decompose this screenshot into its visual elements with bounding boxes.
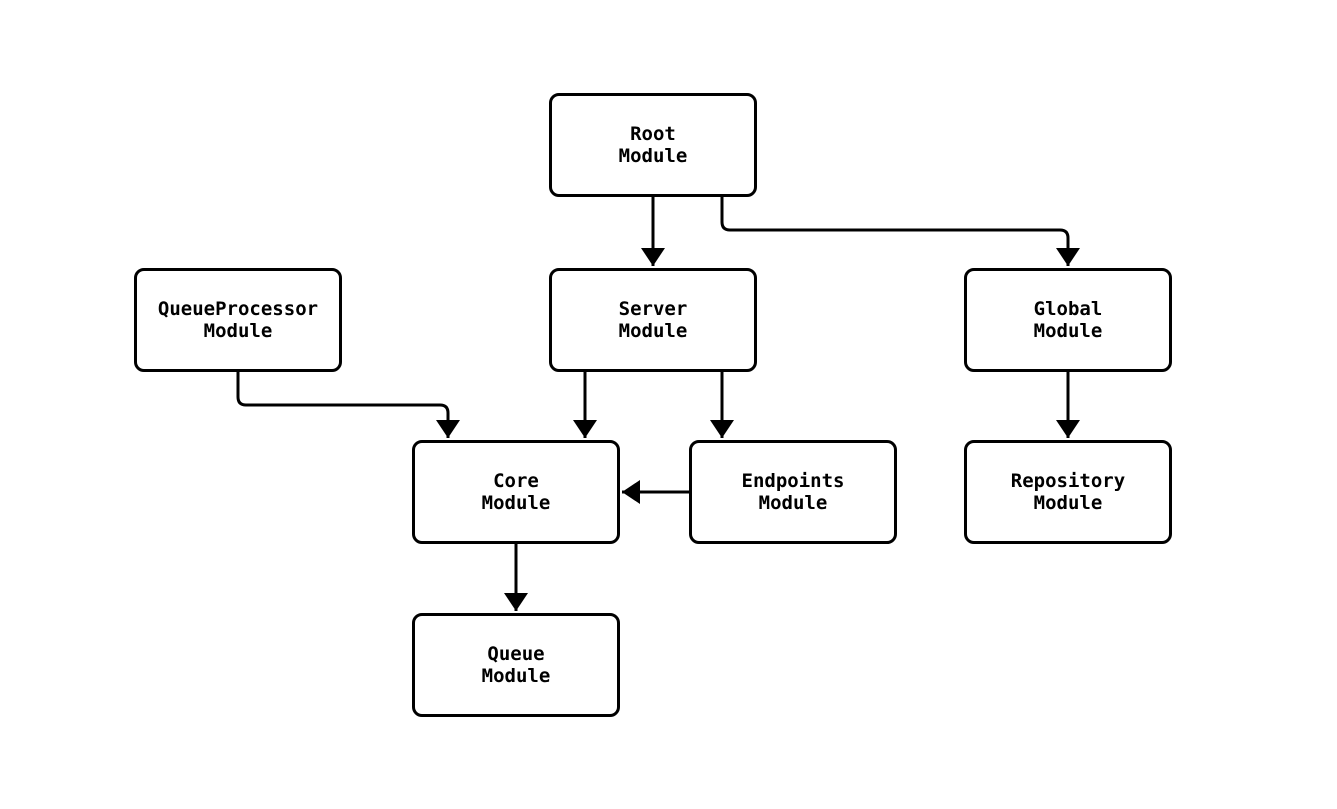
node-queue-module: Queue Module	[412, 613, 620, 717]
node-label-line: Root	[630, 123, 676, 145]
node-server-module: Server Module	[549, 268, 757, 372]
node-queueprocessor-module: QueueProcessor Module	[134, 268, 342, 372]
node-core-module: Core Module	[412, 440, 620, 544]
node-label-line: Endpoints	[741, 470, 845, 492]
node-label-line: Module	[1033, 320, 1103, 342]
node-label-line: Module	[203, 320, 273, 342]
node-label-line: Global	[1033, 298, 1103, 320]
edge-queueprocessor-to-core	[236, 372, 460, 438]
node-label-line: Server	[618, 298, 688, 320]
node-label-line: Module	[1033, 492, 1103, 514]
node-label-line: Repository	[1010, 470, 1126, 492]
node-label-line: QueueProcessor	[157, 298, 319, 320]
node-label-line: Module	[758, 492, 828, 514]
node-label-line: Queue	[487, 643, 545, 665]
node-root-module: Root Module	[549, 93, 757, 197]
node-label-line: Module	[618, 145, 688, 167]
node-global-module: Global Module	[964, 268, 1172, 372]
node-repository-module: Repository Module	[964, 440, 1172, 544]
edge-root-to-global	[720, 197, 1080, 266]
node-label-line: Module	[481, 492, 551, 514]
node-endpoints-module: Endpoints Module	[689, 440, 897, 544]
node-label-line: Module	[618, 320, 688, 342]
node-label-line: Core	[493, 470, 539, 492]
node-label-line: Module	[481, 665, 551, 687]
